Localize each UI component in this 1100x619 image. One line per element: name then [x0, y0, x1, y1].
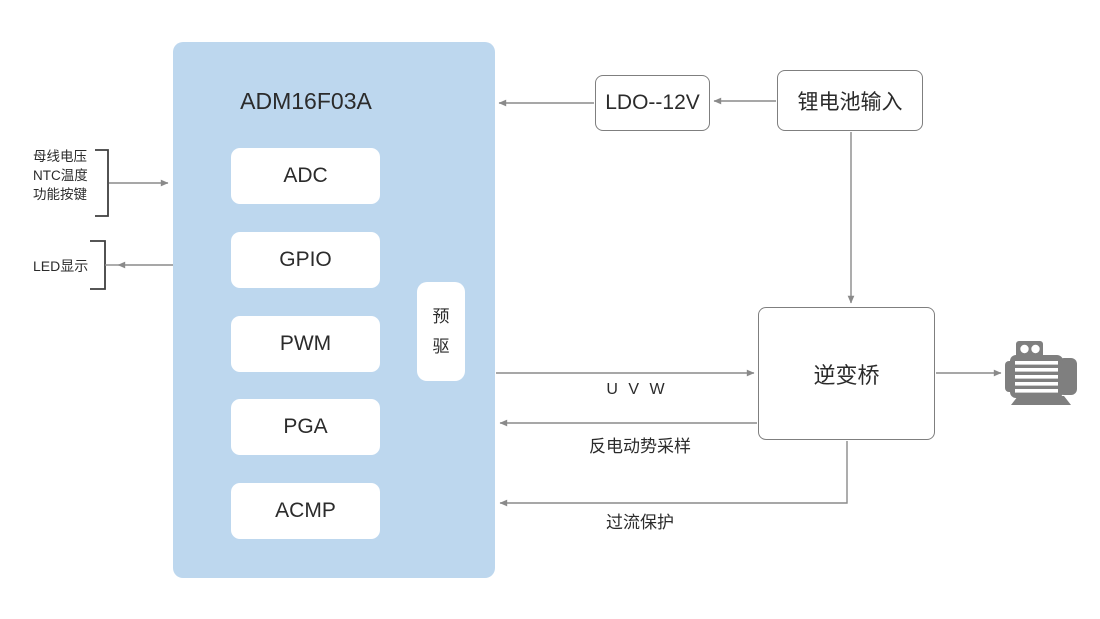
chip-block-gpio-label: GPIO — [279, 248, 332, 271]
uvw-signal-label: U V W — [606, 381, 668, 398]
input-function-key-label: 功能按键 — [33, 187, 87, 202]
back-emf-signal-label: 反电动势采样 — [589, 437, 691, 456]
chip-block-adc-label: ADC — [283, 164, 328, 187]
input-signal-group: 母线电压 NTC温度 功能按键 — [33, 147, 111, 204]
chip-block-pga: PGA — [231, 399, 380, 455]
chip-block-pwm-label: PWM — [279, 332, 332, 355]
ldo-block: LDO--12V — [595, 75, 710, 131]
predriver-label: 预驱 — [432, 306, 450, 356]
chip-block-adc: ADC — [231, 148, 380, 204]
predriver-block: 预驱 — [417, 282, 465, 381]
chip-block-pwm: PWM — [231, 316, 380, 372]
battery-input-label: 锂电池输入 — [797, 90, 903, 114]
chip-title: ADM16F03A — [240, 88, 372, 114]
chip-block-acmp-label: ACMP — [275, 499, 336, 522]
ldo-label: LDO--12V — [605, 91, 700, 114]
led-display-label: LED显示 — [33, 258, 89, 274]
chip-block-acmp: ACMP — [231, 483, 380, 539]
input-ntc-temp-label: NTC温度 — [33, 168, 88, 183]
overcurrent-signal-label: 过流保护 — [606, 513, 674, 532]
chip-block-gpio: GPIO — [231, 232, 380, 288]
input-bus-voltage-label: 母线电压 — [33, 149, 87, 164]
chip-block-pga-label: PGA — [283, 415, 328, 438]
motor-icon — [1005, 341, 1077, 405]
inverter-bridge-block: 逆变桥 — [758, 307, 935, 440]
inverter-bridge-label: 逆变桥 — [813, 362, 880, 388]
battery-input-block: 锂电池输入 — [777, 70, 923, 131]
